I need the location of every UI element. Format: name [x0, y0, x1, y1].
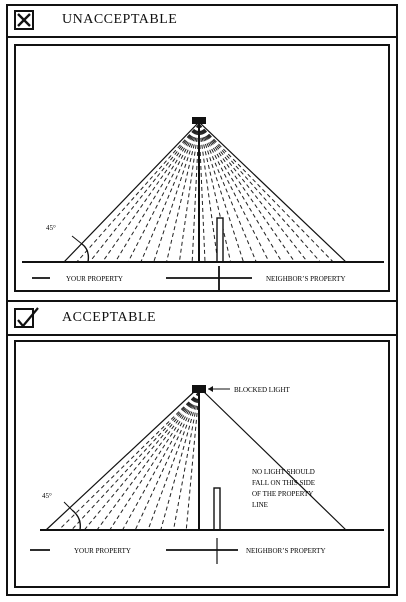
angle-arc — [81, 243, 90, 263]
light-ray — [140, 123, 200, 263]
light-ray — [198, 123, 283, 263]
unacceptable-diagram: 45° YOUR PROPERTY NEIGHBOR’S PROPERTY — [22, 117, 384, 290]
light-ray — [127, 123, 200, 263]
light-ray — [191, 123, 200, 263]
unacceptable-header: UNACCEPTABLE — [6, 4, 398, 38]
fence-post — [216, 217, 224, 263]
light-ray — [198, 123, 257, 263]
light-ray — [122, 391, 200, 531]
angle-label: 45° — [46, 224, 56, 232]
angle-leader — [71, 235, 83, 245]
light-ray — [89, 123, 200, 263]
blocked-edge-right — [201, 389, 347, 531]
light-ray — [198, 123, 244, 263]
light-ray — [153, 123, 200, 263]
light-ray — [198, 123, 219, 263]
light-ray — [178, 123, 200, 263]
svg-text:LINE: LINE — [252, 501, 268, 509]
light-ray — [114, 123, 200, 263]
angle-label: 45° — [42, 492, 52, 500]
svg-text:FALL ON THIS SIDE: FALL ON THIS SIDE — [252, 479, 315, 487]
light-rays — [76, 123, 334, 263]
light-ray — [198, 123, 270, 263]
light-rays — [58, 391, 200, 531]
acceptable-diagram: BLOCKED LIGHT NO LIGHT SHOULD FALL ON TH… — [30, 385, 384, 564]
checkmark-icon — [14, 307, 39, 328]
svg-text:OF THE PROPERTY: OF THE PROPERTY — [252, 490, 313, 498]
unacceptable-title: UNACCEPTABLE — [62, 12, 178, 27]
light-ray — [173, 391, 200, 531]
neighbor-property-label: NEIGHBOR’S PROPERTY — [266, 275, 346, 283]
light-ray — [71, 391, 200, 531]
light-ray — [83, 391, 200, 531]
light-ray — [147, 391, 200, 531]
your-property-label: YOUR PROPERTY — [66, 275, 123, 283]
light-ray — [160, 391, 200, 531]
blocked-light-label: BLOCKED LIGHT — [234, 386, 291, 394]
light-ray — [96, 391, 200, 531]
light-ray — [185, 391, 200, 531]
acceptable-diagram-panel: BLOCKED LIGHT NO LIGHT SHOULD FALL ON TH… — [14, 340, 390, 588]
light-ray — [109, 391, 200, 531]
beam-edge-left — [45, 389, 197, 531]
svg-text:NO LIGHT SHOULD: NO LIGHT SHOULD — [252, 468, 315, 476]
unacceptable-diagram-panel: 45° YOUR PROPERTY NEIGHBOR’S PROPERTY — [14, 44, 390, 292]
neighbor-property-label: NEIGHBOR’S PROPERTY — [246, 547, 326, 555]
beam-edge-left — [63, 121, 200, 263]
beam-edge-right — [198, 121, 347, 263]
light-ray — [134, 391, 200, 531]
acceptable-title: ACCEPTABLE — [62, 310, 157, 325]
light-ray — [166, 123, 200, 263]
light-ray — [198, 123, 296, 263]
light-ray — [76, 123, 200, 263]
angle-arc — [71, 509, 82, 531]
light-ray — [198, 123, 321, 263]
light-ray — [198, 123, 232, 263]
your-property-label: YOUR PROPERTY — [74, 547, 131, 555]
light-fixture — [192, 117, 206, 124]
light-ray — [102, 123, 200, 263]
fence-post — [213, 487, 221, 531]
property-note: NO LIGHT SHOULD FALL ON THIS SIDE OF THE… — [252, 468, 315, 509]
light-ray — [58, 391, 200, 531]
x-mark-icon — [14, 10, 34, 30]
light-ray — [198, 123, 308, 263]
angle-leader — [63, 501, 73, 511]
acceptable-header: ACCEPTABLE — [6, 300, 398, 336]
shielded-fixture — [192, 385, 206, 393]
